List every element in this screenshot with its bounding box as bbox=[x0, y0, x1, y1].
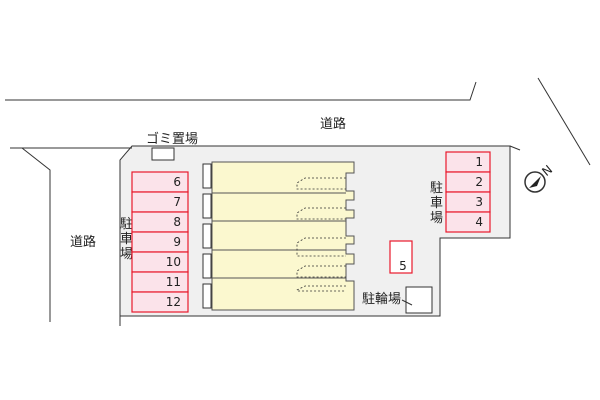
parking-space-5 bbox=[389, 240, 413, 274]
parking-space-10-label: 10 bbox=[166, 255, 181, 269]
garbage-label: ゴミ置場 bbox=[146, 131, 198, 147]
parking-space-5-label: 5 bbox=[399, 259, 407, 273]
parking-left-column: 6 7 8 9 10 11 12 bbox=[131, 171, 189, 313]
parking-space-4-label: 4 bbox=[475, 215, 483, 229]
parking-space-12 bbox=[131, 291, 189, 313]
bicycle-parking-label: 駐輪場 bbox=[362, 291, 401, 307]
parking-space-2-label: 2 bbox=[475, 175, 483, 189]
parking-space-4 bbox=[445, 211, 491, 233]
parking-space-8-label: 8 bbox=[173, 215, 181, 229]
bicycle-leader-line bbox=[401, 299, 413, 306]
parking-right-label: 駐 車 場 bbox=[430, 181, 447, 226]
road-label-left: 道路 bbox=[70, 234, 96, 250]
north-compass-icon: N bbox=[524, 162, 555, 193]
parking-left-label-char-0: 駐 bbox=[120, 217, 133, 232]
parking-space-9-label: 9 bbox=[173, 235, 181, 249]
parking-space-1-label: 1 bbox=[475, 155, 483, 169]
parking-space-3-label: 3 bbox=[475, 195, 483, 209]
parking-left-label: 駐 車 場 bbox=[120, 217, 137, 262]
parking-space-11-label: 11 bbox=[166, 275, 181, 289]
garbage-area bbox=[151, 147, 175, 161]
parking-space-2 bbox=[445, 171, 491, 193]
parking-right-label-char-2: 場 bbox=[430, 211, 443, 226]
parking-right-label-char-1: 車 bbox=[430, 196, 443, 211]
parking-space-1 bbox=[445, 151, 491, 173]
apartment-building bbox=[202, 161, 355, 311]
parking-space-6-label: 6 bbox=[173, 175, 181, 189]
parking-left-label-char-2: 場 bbox=[120, 247, 133, 262]
bicycle-parking-area bbox=[405, 286, 433, 314]
building-entrances bbox=[296, 177, 346, 292]
building-outline bbox=[211, 161, 355, 311]
parking-space-7-label: 7 bbox=[173, 195, 181, 209]
building-balconies bbox=[202, 163, 212, 309]
parking-right-column: 1 2 3 4 bbox=[445, 151, 491, 233]
building-unit-dividers bbox=[212, 192, 346, 279]
parking-space-12-label: 12 bbox=[166, 295, 181, 309]
parking-right-label-char-0: 駐 bbox=[430, 181, 443, 196]
parking-left-label-char-1: 車 bbox=[120, 232, 133, 247]
road-label-top: 道路 bbox=[320, 116, 346, 132]
road-lines bbox=[5, 77, 591, 326]
parking-space-3 bbox=[445, 191, 491, 213]
